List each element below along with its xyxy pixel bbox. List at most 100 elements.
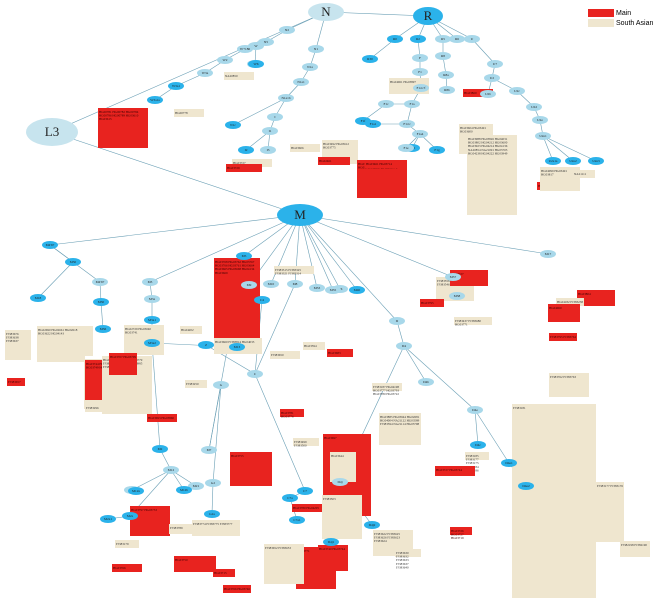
node-M12[interactable] — [163, 466, 179, 474]
node-R2[interactable] — [410, 35, 426, 43]
node-D4[interactable] — [396, 342, 412, 350]
node-W3a1a[interactable] — [147, 96, 163, 104]
node-W3a[interactable] — [197, 69, 213, 77]
node-F1a4[interactable] — [412, 130, 428, 138]
node-M4[interactable] — [42, 241, 58, 249]
node-D[interactable] — [389, 317, 405, 325]
node-M2[interactable] — [152, 445, 168, 453]
node-M12b[interactable] — [176, 486, 192, 494]
node-U2e1[interactable] — [535, 132, 551, 140]
node-D4j2[interactable] — [364, 521, 380, 529]
node-I1[interactable] — [262, 127, 278, 135]
node-R0[interactable] — [387, 35, 403, 43]
node-R8a[interactable] — [438, 71, 454, 79]
node-D4j1[interactable] — [323, 538, 339, 546]
node-D4b[interactable] — [418, 378, 434, 386]
node-M3a2[interactable] — [144, 339, 160, 347]
node-N[interactable] — [308, 3, 344, 21]
node-U2e1a[interactable] — [545, 157, 561, 165]
node-R8[interactable] — [435, 52, 451, 60]
node-N1[interactable] — [308, 45, 324, 53]
node-M18[interactable] — [30, 294, 46, 302]
node-M36[interactable] — [95, 325, 111, 333]
node-M37[interactable] — [445, 273, 461, 281]
node-M17[interactable] — [540, 250, 556, 258]
node-C7a1[interactable] — [289, 516, 305, 524]
node-U2b[interactable] — [480, 90, 496, 98]
node-F1e[interactable] — [398, 144, 414, 152]
node-U2e[interactable] — [532, 116, 548, 124]
node-M33[interactable] — [309, 284, 325, 292]
node-C4[interactable] — [254, 296, 270, 304]
node-I3[interactable] — [260, 146, 276, 154]
node-D4e[interactable] — [467, 406, 483, 414]
node-U2[interactable] — [484, 74, 500, 82]
node-label-N5: N5 — [264, 40, 268, 44]
node-G2a[interactable] — [204, 510, 220, 518]
node-M9[interactable] — [241, 281, 257, 289]
node-R5[interactable] — [435, 35, 451, 43]
node-C7a[interactable] — [282, 494, 298, 502]
node-M12a[interactable] — [128, 487, 144, 495]
node-G[interactable] — [213, 381, 229, 389]
node-M2a[interactable] — [122, 512, 138, 520]
node-U2e2[interactable] — [565, 157, 581, 165]
node-W3a1[interactable] — [168, 82, 184, 90]
node-L3[interactable] — [26, 118, 78, 146]
node-U2c[interactable] — [509, 87, 525, 95]
node-F1a2[interactable] — [404, 100, 420, 108]
node-F1[interactable] — [412, 68, 428, 76]
node-M2a1[interactable] — [100, 515, 116, 523]
node-M40[interactable] — [349, 286, 365, 294]
node-U2e3[interactable] — [588, 157, 604, 165]
node-F1c[interactable] — [378, 100, 394, 108]
node-F[interactable] — [412, 54, 428, 62]
node-R8b[interactable] — [439, 86, 455, 94]
node-M30[interactable] — [65, 258, 81, 266]
node-C7[interactable] — [297, 487, 313, 495]
node-Z[interactable] — [198, 341, 214, 349]
node-R6[interactable] — [449, 35, 465, 43]
node-I[interactable] — [267, 113, 283, 121]
node-D4c[interactable] — [470, 441, 486, 449]
node-M3[interactable] — [142, 278, 158, 286]
node-C[interactable] — [247, 370, 263, 378]
node-M10[interactable] — [263, 280, 279, 288]
node-W2[interactable] — [217, 56, 233, 64]
node-M8[interactable] — [287, 280, 303, 288]
node-F1a1[interactable] — [365, 120, 381, 128]
node-M5[interactable] — [236, 252, 252, 260]
node-label-N1a: N1a — [307, 65, 313, 69]
node-R30[interactable] — [362, 55, 378, 63]
node-M30c[interactable] — [93, 298, 109, 306]
node-I2[interactable] — [238, 146, 254, 154]
node-D4e1[interactable] — [501, 459, 517, 467]
node-U7[interactable] — [487, 60, 503, 68]
node-M38[interactable] — [449, 292, 465, 300]
node-M13[interactable] — [229, 343, 245, 351]
node-M4a[interactable] — [92, 278, 108, 286]
node-R[interactable] — [413, 7, 443, 25]
node-M7[interactable] — [201, 446, 217, 454]
node-N1a1[interactable] — [293, 78, 309, 86]
node-F1a3[interactable] — [399, 120, 415, 128]
node-D4j[interactable] — [332, 478, 348, 486]
node-U[interactable] — [464, 35, 480, 43]
node-N2[interactable] — [279, 26, 295, 34]
node-M35[interactable] — [325, 286, 341, 294]
node-W6[interactable] — [248, 60, 264, 68]
node-M21[interactable] — [188, 482, 204, 490]
node-D4e2[interactable] — [518, 482, 534, 490]
node-U2d[interactable] — [526, 103, 542, 111]
node-N1c[interactable] — [225, 121, 241, 129]
node-N1a1b[interactable] — [278, 94, 294, 102]
node-M3a1[interactable] — [144, 316, 160, 324]
node-W1[interactable] — [237, 45, 253, 53]
node-N1a[interactable] — [302, 63, 318, 71]
node-F1g[interactable] — [429, 146, 445, 154]
node-M[interactable] — [277, 204, 323, 226]
sample-list-text: FJ383179 — [116, 542, 129, 546]
node-F1a[interactable] — [413, 84, 429, 92]
node-M3a[interactable] — [144, 295, 160, 303]
node-G2[interactable] — [205, 479, 221, 487]
